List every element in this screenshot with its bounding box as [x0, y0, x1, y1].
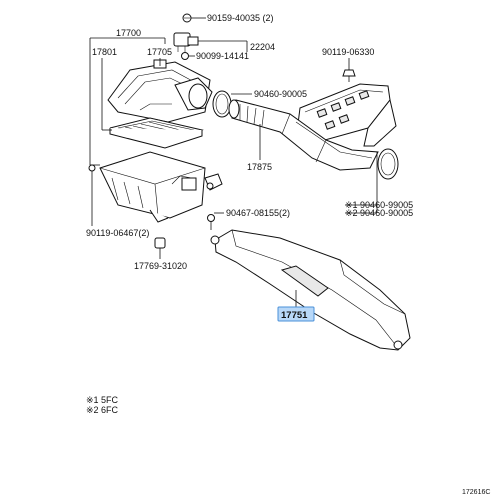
highlight-17751: [277, 306, 315, 322]
label-90460-99005[interactable]: ※1 90460-99005: [345, 200, 413, 210]
label-17751[interactable]: 17751: [281, 310, 308, 321]
bolt-left[interactable]: [88, 164, 96, 186]
air-filter-element[interactable]: [109, 117, 204, 149]
bolt-mount[interactable]: [207, 214, 215, 231]
label-90119-06467[interactable]: 90119-06467(2): [86, 228, 149, 238]
air-flow-meter-sensor[interactable]: [173, 32, 199, 52]
label-17705[interactable]: 17705: [147, 47, 172, 57]
label-22204[interactable]: 22204: [250, 42, 275, 52]
hose-clamp-lower[interactable]: [377, 148, 399, 180]
label-90159-40035[interactable]: 90159-40035 (2): [207, 13, 274, 23]
label-17801[interactable]: 17801: [92, 47, 117, 57]
air-cleaner-cap[interactable]: [107, 59, 213, 123]
air-intake-hose[interactable]: [228, 99, 379, 171]
label-90460-90005-lower[interactable]: ※2 90460-90005: [345, 208, 413, 218]
leader-lines: [89, 17, 378, 310]
label-17875[interactable]: 17875: [247, 162, 272, 172]
screw-icon[interactable]: [182, 13, 192, 23]
label-90099-14141[interactable]: 90099-14141: [196, 51, 249, 61]
diagram-reference-code: 172616C: [462, 489, 490, 496]
air-cleaner-case[interactable]: [99, 151, 223, 223]
legend-line-1: ※1 5FC: [86, 395, 119, 405]
label-90119-06330[interactable]: 90119-06330: [322, 47, 374, 57]
air-intake-resonator[interactable]: [297, 83, 397, 147]
label-90467-08155[interactable]: 90467-08155(2): [226, 208, 290, 218]
bolt-top-right[interactable]: [342, 69, 356, 82]
bolt-small[interactable]: [206, 182, 214, 190]
label-90460-90005-upper[interactable]: 90460-90005: [254, 89, 307, 99]
label-17769-31020[interactable]: 17769-31020: [134, 261, 187, 271]
air-intake-duct[interactable]: [210, 229, 411, 351]
label-17700[interactable]: 17700: [116, 28, 141, 38]
o-ring[interactable]: [181, 52, 189, 60]
legend-line-2: ※2 6FC: [86, 405, 119, 415]
hose-clamp-upper[interactable]: [212, 90, 232, 118]
grommet[interactable]: [154, 237, 166, 249]
